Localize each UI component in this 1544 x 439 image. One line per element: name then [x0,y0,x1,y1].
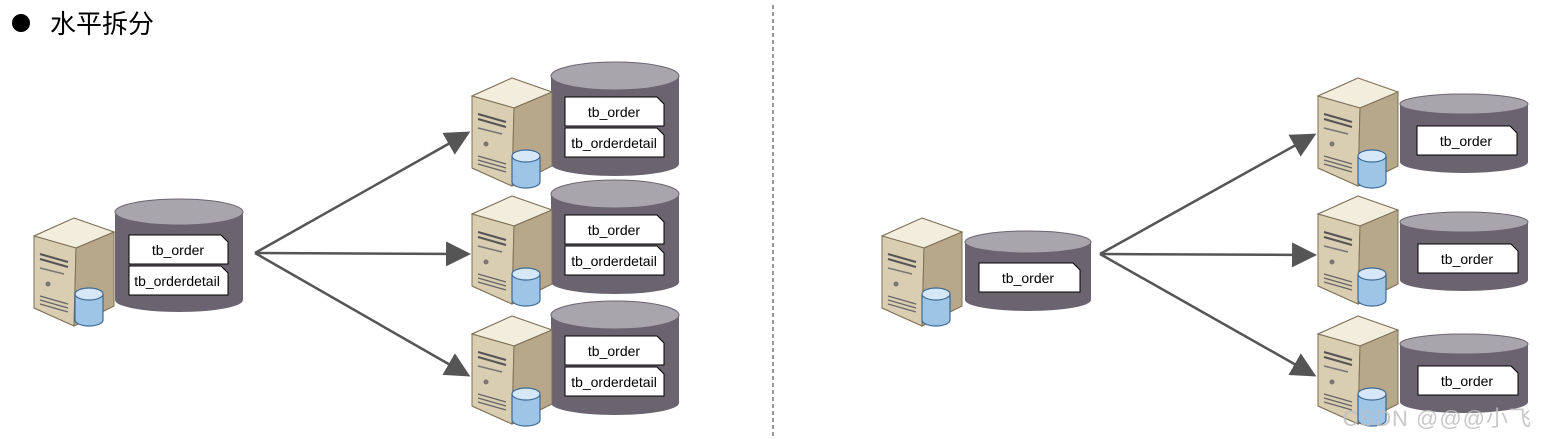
watermark: CSDN @@@小飞 [1342,406,1532,431]
database-mini-icon [1357,149,1387,189]
table-label-orderdetail: tb_orderdetail [134,273,220,289]
table-box-order: tb_order [128,234,229,265]
source-node-right: tb_order [881,217,1092,327]
table-label-orderdetail: tb_orderdetail [571,253,657,269]
arrows-left [254,131,471,377]
target-node-right-2: tb_order [1317,195,1529,307]
table-label-orderdetail: tb_orderdetail [571,135,657,151]
table-label-order: tb_order [1441,251,1493,267]
table-label-orderdetail: tb_orderdetail [571,374,657,390]
arrow-icon [254,241,471,267]
arrow-icon [1099,133,1317,256]
target-node-left-2: tb_order tb_orderdetail [471,179,680,307]
heading: 水平拆分 [12,4,154,41]
heading-text: 水平拆分 [50,10,155,40]
target-node-right-1: tb_order [1317,77,1529,189]
arrow-icon [1099,242,1317,268]
table-label-order: tb_order [1440,133,1492,149]
table-label-order: tb_order [1002,270,1054,286]
database-mini-icon [921,287,951,327]
source-node-left: tb_order tb_orderdetail [33,198,244,327]
arrow-icon [1099,252,1317,377]
arrows-right [1099,133,1317,377]
target-node-left-1: tb_order tb_orderdetail [471,61,680,189]
table-label-order: tb_order [588,343,640,359]
table-label-order: tb_order [152,242,204,258]
table-label-order: tb_order [1441,373,1493,389]
table-label-order: tb_order [588,104,640,120]
bullet-icon [12,13,30,32]
database-mini-icon [511,149,541,189]
database-mini-icon [1357,267,1387,307]
database-mini-icon [511,387,541,427]
database-mini-icon [511,267,541,307]
target-node-left-3: tb_order tb_orderdetail [471,300,680,427]
table-label-order: tb_order [588,222,640,238]
arrow-icon [254,251,471,377]
target-node-right-3: tb_order [1317,315,1529,427]
database-mini-icon [74,287,104,327]
table-box-orderdetail: tb_orderdetail [128,265,229,296]
arrow-icon [254,131,471,255]
